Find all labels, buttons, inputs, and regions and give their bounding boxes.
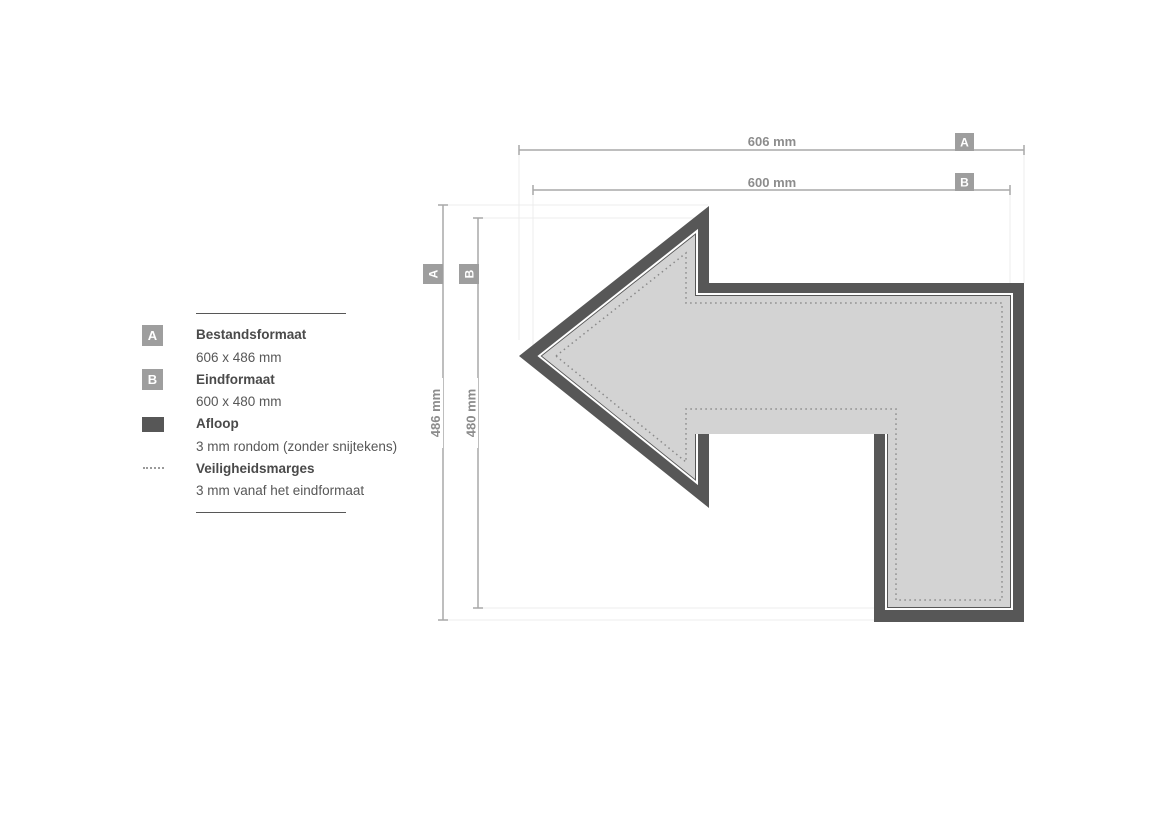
legend-title-safety-margin: Veiligheidsmarges — [196, 461, 315, 476]
arrow-fill — [542, 235, 1010, 607]
file-height-label: 486 mm — [428, 389, 443, 437]
arrow-trim-line — [537, 228, 1013, 610]
dotted-line-icon — [143, 467, 164, 469]
dimension-final-height: B 480 mm — [459, 217, 483, 609]
legend-bottom-rule — [196, 512, 346, 513]
legend-desc-bleed: 3 mm rondom (zonder snijtekens) — [196, 439, 398, 454]
dimension-file-height: A 486 mm — [423, 204, 448, 621]
file-width-badge — [955, 133, 974, 151]
file-width-label: 606 mm — [748, 134, 796, 149]
file-height-badge — [423, 264, 443, 284]
final-width-badge — [955, 173, 974, 191]
final-height-badge — [459, 264, 479, 284]
final-height-badge-text: B — [463, 269, 477, 278]
guide-lines — [443, 150, 1025, 621]
file-height-badge-text: A — [427, 269, 441, 278]
legend-badge-b: B — [142, 369, 163, 390]
legend-title-final-size: Eindformaat — [196, 372, 275, 387]
legend-top-rule — [196, 313, 346, 314]
legend-desc-final-size: 600 x 480 mm — [196, 394, 282, 409]
dimension-final-width: 600 mm B — [532, 173, 1011, 195]
file-width-badge-text: A — [960, 136, 969, 150]
final-width-badge-text: B — [960, 176, 969, 190]
legend: A Bestandsformaat 606 x 486 mm B Eindfor… — [0, 0, 420, 827]
final-height-label: 480 mm — [464, 389, 479, 437]
legend-desc-safety-margin: 3 mm vanaf het eindformaat — [196, 483, 365, 498]
legend-badge-a: A — [142, 325, 163, 346]
legend-title-file-size: Bestandsformaat — [196, 327, 307, 342]
final-width-label: 600 mm — [748, 175, 796, 190]
bleed-swatch-icon — [142, 417, 164, 432]
legend-title-bleed: Afloop — [196, 416, 239, 431]
legend-desc-file-size: 606 x 486 mm — [196, 350, 282, 365]
safety-margin-line — [554, 251, 1003, 601]
dimension-file-width: 606 mm A — [518, 133, 1025, 155]
